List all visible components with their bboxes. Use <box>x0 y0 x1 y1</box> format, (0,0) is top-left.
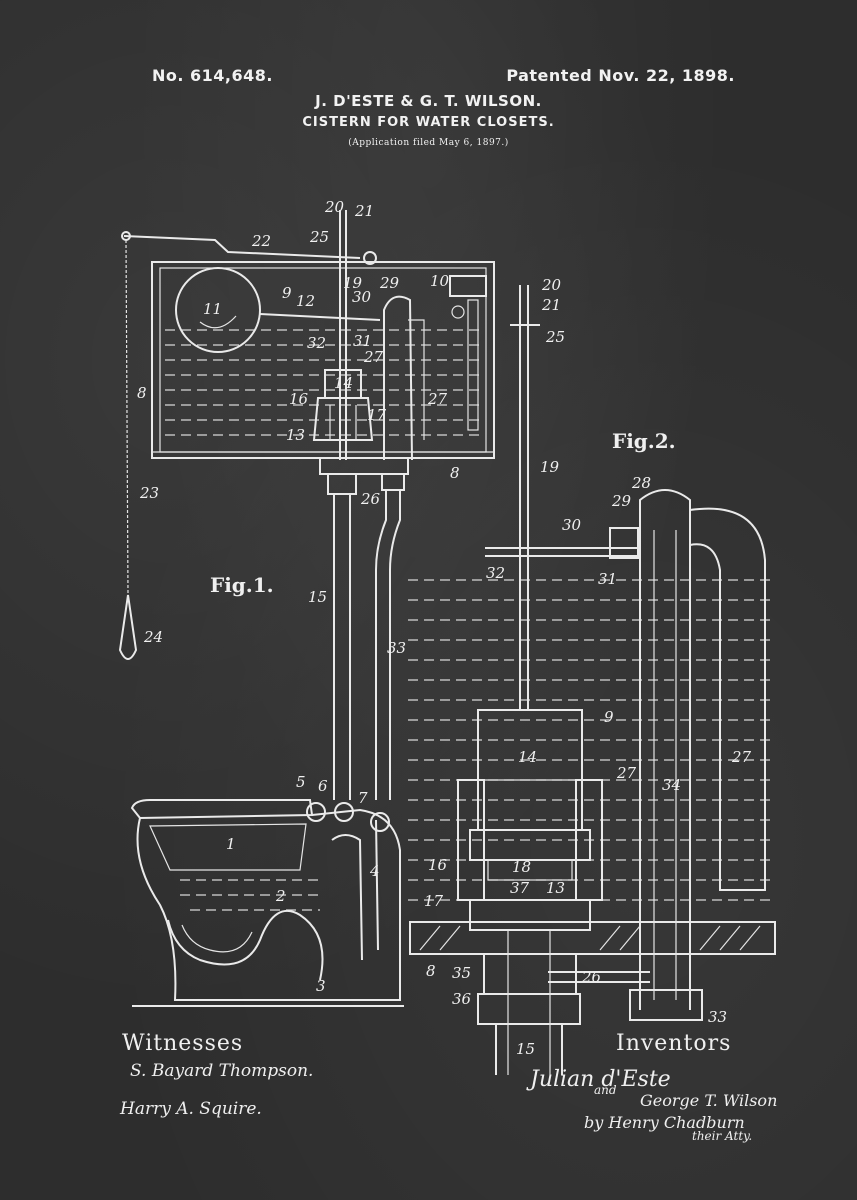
ref-label: 27 <box>731 748 752 766</box>
ref-label: 25 <box>545 328 565 346</box>
ref-label: 20 <box>541 276 562 294</box>
inventors-block: Inventors Julian d'Este and George T. Wi… <box>526 1031 777 1143</box>
ref-label: 26 <box>360 490 381 508</box>
ref-label: 25 <box>309 228 329 246</box>
patent-number: No. 614,648. <box>152 66 273 85</box>
ref-label: 1 <box>226 835 236 853</box>
ref-label: 32 <box>486 564 505 582</box>
ref-label: 8 <box>426 962 436 980</box>
inventor-signature: Julian d'Este <box>526 1067 671 1092</box>
ref-label: 29 <box>611 492 632 510</box>
witnesses-block: Witnesses S. Bayard Thompson. Harry A. S… <box>119 1031 313 1119</box>
filing-date: (Application filed May 6, 1897.) <box>348 138 509 148</box>
ref-label: 14 <box>334 374 353 392</box>
fig1-cistern <box>118 210 495 800</box>
fig2-title: Fig.2. <box>612 429 676 453</box>
ref-label: 19 <box>343 274 363 292</box>
ref-label: 9 <box>282 284 292 302</box>
patent-date: Patented Nov. 22, 1898. <box>506 66 735 85</box>
invention-title: CISTERN FOR WATER CLOSETS. <box>302 115 555 130</box>
ref-label: 23 <box>139 484 159 502</box>
ref-label: 32 <box>307 334 326 352</box>
inventor-signature: George T. Wilson <box>640 1091 777 1110</box>
fig2-section <box>408 285 776 1075</box>
ref-label: 19 <box>540 458 560 476</box>
ref-label: 29 <box>379 274 400 292</box>
ref-label: 30 <box>562 516 582 534</box>
ref-label: 5 <box>296 773 306 791</box>
inventors-title: J. D'ESTE & G. T. WILSON. <box>315 92 542 110</box>
ref-label: 27 <box>427 390 448 408</box>
ref-label: 3 <box>316 977 326 995</box>
fig1-bowl <box>130 799 404 1007</box>
ref-label: 13 <box>286 426 305 444</box>
ref-label: 2 <box>275 887 286 905</box>
fig2-labels: 20 21 25 19 28 29 30 32 31 9 14 27 34 27… <box>424 276 752 1058</box>
ref-label: 10 <box>430 272 450 290</box>
ref-label: 33 <box>708 1008 727 1026</box>
ref-label: 20 <box>324 198 345 216</box>
ref-label: 30 <box>352 288 372 306</box>
ref-label: 26 <box>581 968 602 986</box>
ref-label: 9 <box>604 708 614 726</box>
witness-signature: Harry A. Squire. <box>119 1099 262 1119</box>
ref-label: 18 <box>512 858 531 876</box>
ref-label: 16 <box>289 390 309 408</box>
ref-label: 31 <box>353 332 372 350</box>
ref-label: 14 <box>518 748 537 766</box>
ref-label: 8 <box>137 384 147 402</box>
fig1-labels: 20 21 22 25 19 29 10 9 12 30 11 31 32 27… <box>137 198 460 995</box>
ref-label: 8 <box>450 464 460 482</box>
ref-label: 17 <box>424 892 444 910</box>
ref-label: 34 <box>662 776 681 794</box>
ref-label: 31 <box>598 570 617 588</box>
ref-label: 22 <box>251 232 271 250</box>
ref-label: 24 <box>143 628 163 646</box>
ref-label: 36 <box>452 990 472 1008</box>
inventor-conjunction: and <box>594 1083 617 1097</box>
ref-label: 21 <box>541 296 561 314</box>
ref-label: 33 <box>387 639 406 657</box>
ref-label: 12 <box>296 292 315 310</box>
ref-label: 37 <box>510 879 530 897</box>
ref-label: 27 <box>616 764 637 782</box>
attorney-title: their Atty. <box>692 1129 752 1143</box>
ref-label: 35 <box>452 964 471 982</box>
ref-label: 28 <box>631 474 651 492</box>
ref-label: 15 <box>308 588 327 606</box>
ref-label: 21 <box>354 202 374 220</box>
ref-label: 6 <box>318 777 328 795</box>
ref-label: 7 <box>358 789 368 807</box>
fig1-title: Fig.1. <box>210 573 274 597</box>
ref-label: 16 <box>428 856 448 874</box>
ref-label: 17 <box>367 406 387 424</box>
attorney-signature: by Henry Chadburn <box>584 1113 745 1132</box>
ref-label: 27 <box>363 348 384 366</box>
ref-label: 15 <box>516 1040 535 1058</box>
ref-label: 13 <box>546 879 565 897</box>
witness-signature: S. Bayard Thompson. <box>130 1061 313 1081</box>
ref-label: 4 <box>369 862 380 880</box>
inventors-heading: Inventors <box>616 1031 731 1056</box>
ref-label: 11 <box>203 300 222 318</box>
witnesses-heading: Witnesses <box>122 1031 243 1056</box>
